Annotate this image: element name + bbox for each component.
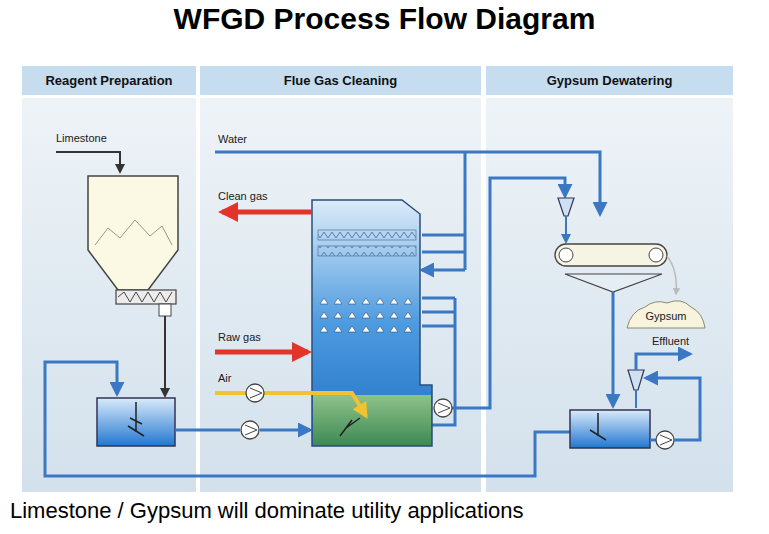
spray-nozzle xyxy=(334,312,342,318)
roller xyxy=(649,248,663,262)
panel xyxy=(22,98,196,492)
spray-nozzles xyxy=(320,298,412,332)
panel xyxy=(200,98,481,492)
mist-eliminator xyxy=(318,230,416,240)
pump-symbol xyxy=(660,435,672,445)
air-blower xyxy=(246,384,264,402)
agitator xyxy=(128,402,144,436)
clean-gas-arrow xyxy=(222,210,312,215)
agitator xyxy=(590,413,606,440)
spray-nozzle xyxy=(348,312,356,318)
process-section: Flue Gas Cleaning xyxy=(200,66,481,492)
gypsum-discharge xyxy=(667,256,676,294)
spray-nozzle xyxy=(390,326,398,332)
slurry-feed xyxy=(175,429,240,432)
pump-symbol xyxy=(438,403,450,413)
rotary-valve xyxy=(159,304,171,316)
belt-filter xyxy=(555,244,667,266)
spray-nozzle xyxy=(404,298,412,304)
node-text: Gypsum xyxy=(625,297,707,322)
slurry-tank xyxy=(97,398,175,446)
gypsum-pile: Gypsum xyxy=(625,297,707,329)
filtrate-tank xyxy=(570,410,650,448)
diagram-caption: Limestone / Gypsum will dominate utility… xyxy=(10,498,524,524)
filtrate-pump xyxy=(656,431,674,449)
mist-eliminator xyxy=(318,246,416,256)
spray-header-pipe xyxy=(422,298,455,326)
spray-nozzle xyxy=(376,298,384,304)
spray-nozzle xyxy=(362,326,370,332)
stream-label: Raw gas xyxy=(218,331,261,343)
section-header: Reagent Preparation xyxy=(22,66,196,95)
absorber-tower xyxy=(312,200,432,446)
stream-label: Effluent xyxy=(652,335,689,347)
effluent-pipe xyxy=(636,354,690,370)
spray-nozzle xyxy=(376,326,384,332)
wash-water-pipe xyxy=(422,235,465,270)
slurry-feed xyxy=(260,429,310,432)
section-header: Gypsum Dewatering xyxy=(486,66,733,95)
absorber-sump xyxy=(313,395,431,445)
spray-nozzle xyxy=(320,312,328,318)
raw-gas-arrow xyxy=(215,350,308,355)
limestone-feed xyxy=(56,152,120,172)
spray-nozzle xyxy=(362,298,370,304)
recirculation-pipe xyxy=(432,298,455,425)
screw-thread xyxy=(118,292,172,302)
absorber xyxy=(215,200,452,446)
spray-nozzle xyxy=(404,312,412,318)
spray-nozzle xyxy=(404,326,412,332)
hydrocyclone xyxy=(628,370,644,390)
bleed-pump xyxy=(434,399,452,417)
feed-pump xyxy=(241,421,259,439)
underflow xyxy=(635,390,637,408)
return-pipe xyxy=(646,378,700,440)
process-section: Gypsum DewateringGypsum xyxy=(486,66,733,492)
material-label: Limestone xyxy=(56,132,107,144)
diagram-title: WFGD Process Flow Diagram xyxy=(0,2,769,36)
spray-nozzle xyxy=(334,298,342,304)
underflow xyxy=(565,216,567,242)
screw-feeder xyxy=(116,290,176,304)
section-panels xyxy=(22,98,733,492)
spray-nozzle xyxy=(390,312,398,318)
stream-label: Water xyxy=(218,133,247,145)
spray-nozzle xyxy=(390,298,398,304)
panel xyxy=(486,98,733,492)
section-header: Flue Gas Cleaning xyxy=(200,66,481,95)
spray-nozzle xyxy=(348,298,356,304)
pipes xyxy=(45,152,600,476)
pump-symbol xyxy=(245,425,257,435)
stream-label: Air xyxy=(218,372,231,384)
reagent-equipment xyxy=(56,152,178,446)
bleed-pipe xyxy=(452,178,565,408)
reclaim-pipe xyxy=(45,362,575,476)
silo-fill-line xyxy=(95,220,172,245)
spray-nozzle xyxy=(320,298,328,304)
filtrate-tray xyxy=(565,274,662,292)
pump-suction xyxy=(650,439,656,442)
blower-symbol xyxy=(250,388,262,398)
air-line xyxy=(215,393,366,416)
limestone-drop xyxy=(164,316,166,396)
spray-nozzle xyxy=(362,312,370,318)
hydrocyclone xyxy=(558,198,574,216)
spray-nozzle xyxy=(334,326,342,332)
sump-agitator xyxy=(340,418,360,436)
spray-nozzle xyxy=(348,326,356,332)
stream-label: Clean gas xyxy=(218,190,268,202)
spray-nozzle xyxy=(320,326,328,332)
spray-nozzle xyxy=(376,312,384,318)
roller xyxy=(559,248,573,262)
filtrate-pipe xyxy=(612,292,615,406)
process-section: Reagent Preparation xyxy=(22,66,196,492)
limestone-silo xyxy=(88,176,178,290)
